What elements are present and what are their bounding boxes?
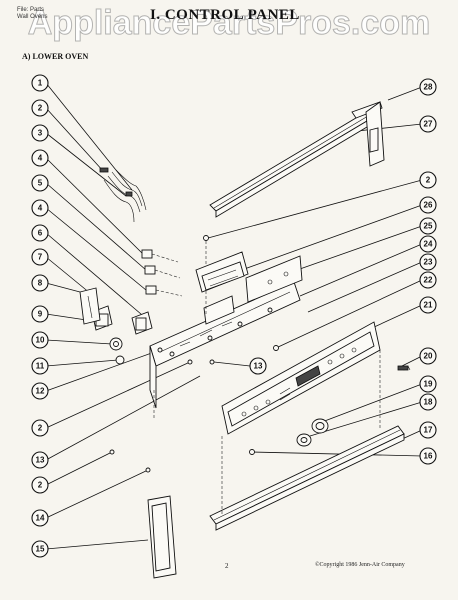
callout-number: 15 — [36, 545, 45, 554]
callout: 11 — [31, 357, 49, 375]
callout-number: 22 — [424, 276, 433, 285]
callout-number: 1 — [38, 79, 43, 88]
screws — [109, 235, 279, 473]
callout-number: 25 — [424, 222, 433, 231]
callout-number: 10 — [36, 336, 45, 345]
callout: 2 — [31, 476, 49, 494]
callout: 9 — [31, 305, 49, 323]
callout: 13 — [249, 357, 267, 375]
callout: 2 — [419, 171, 437, 189]
callout-number: 3 — [38, 129, 43, 138]
spring-clip — [397, 365, 411, 371]
callout: 26 — [419, 196, 437, 214]
relay-components — [79, 287, 153, 365]
callout: 5 — [31, 174, 49, 192]
callout-number: 5 — [38, 179, 43, 188]
callout: 22 — [419, 271, 437, 289]
page-number: 2 — [225, 562, 229, 570]
callout: 24 — [419, 235, 437, 253]
callout-number: 17 — [424, 426, 433, 435]
callout: 14 — [31, 509, 49, 527]
callout: 1 — [31, 74, 49, 92]
callout: 19 — [419, 375, 437, 393]
callout-number: 13 — [254, 362, 263, 371]
callout-number: 2 — [38, 481, 43, 490]
callout-number: 28 — [424, 83, 433, 92]
callout: 15 — [31, 540, 49, 558]
callout-number: 11 — [36, 362, 45, 371]
callout: 25 — [419, 217, 437, 235]
watermark: AppliancePartsPros.com — [27, 4, 431, 43]
callout: 6 — [31, 224, 49, 242]
file-info: File: Parts Wall Ovens — [17, 7, 47, 21]
file-info-line: Wall Ovens — [17, 14, 48, 20]
file-info-line: File: Parts — [17, 7, 45, 13]
callout-number: 27 — [424, 120, 433, 129]
front-control-panel — [221, 321, 381, 435]
circuit-board — [245, 255, 303, 303]
callout-number: 2 — [38, 424, 43, 433]
callout: 2 — [31, 99, 49, 117]
callout-number: 23 — [424, 258, 433, 267]
switch-stack — [141, 249, 183, 297]
control-knobs — [296, 418, 329, 447]
callout: 23 — [419, 253, 437, 271]
door-handle — [147, 350, 381, 579]
copyright: ©Copyright 1986 Jenn-Air Company — [315, 562, 405, 568]
callout-number: 9 — [38, 310, 43, 319]
callout: 10 — [31, 331, 49, 349]
callout: 4 — [31, 149, 49, 167]
callout: 27 — [419, 115, 437, 133]
wire-harness — [99, 167, 147, 223]
callout-number: 19 — [424, 380, 433, 389]
callout: 12 — [31, 382, 49, 400]
callout-number: 4 — [38, 204, 43, 213]
callout-number: 8 — [38, 279, 43, 288]
callout: 2 — [31, 419, 49, 437]
callout-number: 26 — [424, 201, 433, 210]
lower-trim-rail — [209, 425, 405, 531]
callout-number: 2 — [38, 104, 43, 113]
display-module — [195, 251, 249, 293]
callout-number: 6 — [38, 229, 43, 238]
callout-number: 21 — [424, 301, 433, 310]
callout-number: 7 — [38, 253, 43, 262]
callout-number: 24 — [424, 240, 433, 249]
callout-number: 16 — [424, 452, 433, 461]
callout-number: 2 — [426, 176, 431, 185]
callout: 21 — [419, 296, 437, 314]
control-bracket — [149, 236, 301, 420]
callout: 3 — [31, 124, 49, 142]
callout: 18 — [419, 393, 437, 411]
callout-number: 20 — [424, 352, 433, 361]
callout-number: 14 — [36, 514, 45, 523]
callout: 28 — [419, 78, 437, 96]
section-subtitle: A) LOWER OVEN — [22, 52, 89, 61]
callout: 17 — [419, 421, 437, 439]
callout: 16 — [419, 447, 437, 465]
callout: 8 — [31, 274, 49, 292]
top-rail-assembly — [209, 101, 385, 218]
callout-number: 12 — [36, 387, 45, 396]
callout-number: 18 — [424, 398, 433, 407]
callout: 20 — [419, 347, 437, 365]
callout: 13 — [31, 451, 49, 469]
callout: 7 — [31, 248, 49, 266]
callout: 4 — [31, 199, 49, 217]
callout-number: 13 — [36, 456, 45, 465]
callout-number: 4 — [38, 154, 43, 163]
page-title: I. CONTROL PANEL — [150, 7, 300, 23]
